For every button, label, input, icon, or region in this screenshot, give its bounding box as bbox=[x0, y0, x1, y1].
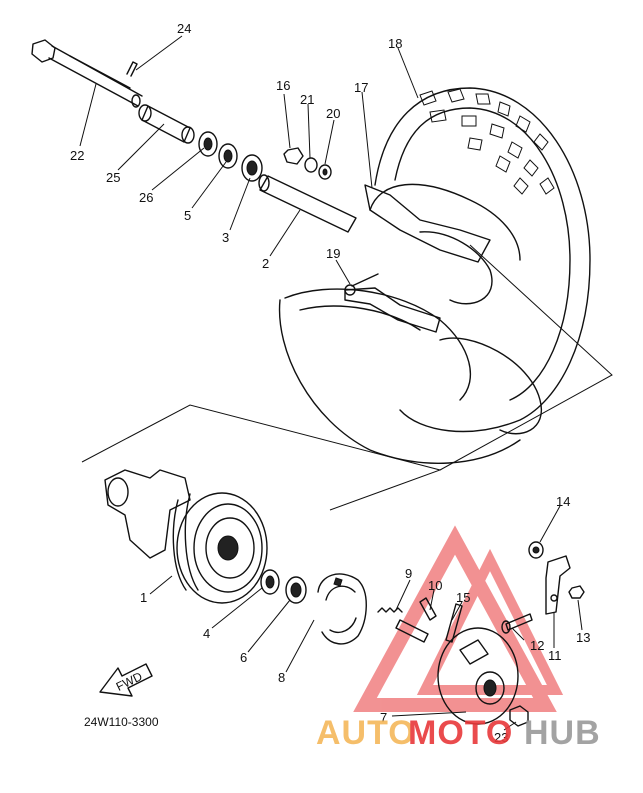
bearing-left bbox=[218, 143, 238, 169]
collar bbox=[138, 104, 195, 144]
leader-lines bbox=[79, 35, 583, 731]
brake-plate-bolt bbox=[501, 613, 533, 634]
watermark-part-3: HUB bbox=[524, 714, 601, 752]
callout-18: 18 bbox=[388, 36, 402, 51]
return-spring bbox=[377, 607, 403, 613]
callout-20: 20 bbox=[326, 106, 340, 121]
watermark-wordmark: AUTO MOTO HUB bbox=[316, 714, 601, 752]
callout-3: 3 bbox=[222, 230, 229, 245]
callout-15: 15 bbox=[456, 590, 470, 605]
callout-19: 19 bbox=[326, 246, 340, 261]
axle-bolt bbox=[31, 39, 143, 108]
callout-12: 12 bbox=[530, 638, 544, 653]
callout-21: 21 bbox=[300, 92, 314, 107]
axle-nut bbox=[509, 705, 529, 727]
hub-bearing bbox=[285, 576, 307, 604]
callout-16: 16 bbox=[276, 78, 290, 93]
callout-13: 13 bbox=[576, 630, 590, 645]
callout-9: 9 bbox=[405, 566, 412, 581]
callout-labels: 24 22 25 26 5 3 2 16 21 20 17 18 19 1 4 … bbox=[70, 21, 590, 745]
callout-2: 2 bbox=[262, 256, 269, 271]
spacer-tube bbox=[258, 174, 357, 233]
callout-17: 17 bbox=[354, 80, 368, 95]
brake-plate bbox=[437, 627, 519, 725]
callout-14: 14 bbox=[556, 494, 570, 509]
watermark-part-2: MOTO bbox=[408, 714, 513, 752]
projection-line-lower bbox=[81, 404, 442, 511]
tire-tread bbox=[419, 88, 555, 195]
callout-23: 23 bbox=[494, 730, 508, 745]
projection-line-upper bbox=[439, 244, 613, 471]
callout-5: 5 bbox=[184, 208, 191, 223]
brake-shoes bbox=[317, 573, 367, 645]
lever-nut bbox=[568, 585, 585, 599]
callout-11: 11 bbox=[548, 648, 562, 663]
callout-6: 6 bbox=[240, 650, 247, 665]
lever-collar bbox=[528, 541, 544, 559]
brake-lever-arm bbox=[545, 555, 571, 615]
fwd-arrow: FWD bbox=[99, 663, 153, 697]
callout-4: 4 bbox=[203, 626, 210, 641]
hub-seal bbox=[260, 569, 280, 595]
bearing-right bbox=[241, 154, 263, 182]
nut-and-washers bbox=[283, 147, 332, 180]
callout-8: 8 bbox=[278, 670, 285, 685]
callout-10: 10 bbox=[428, 578, 442, 593]
callout-26: 26 bbox=[139, 190, 153, 205]
wheel-rim-inner bbox=[278, 273, 543, 464]
brake-cam bbox=[395, 597, 437, 643]
callout-1: 1 bbox=[140, 590, 147, 605]
diagram-code: 24W110-3300 bbox=[84, 715, 159, 729]
callout-7: 7 bbox=[380, 710, 387, 725]
callout-22: 22 bbox=[70, 148, 84, 163]
tire bbox=[374, 87, 591, 433]
oil-seal bbox=[198, 131, 218, 157]
brake-hub bbox=[104, 469, 268, 604]
watermark-part-1: AUTO bbox=[316, 714, 416, 752]
wheel-rim-outer bbox=[364, 183, 521, 305]
callout-25: 25 bbox=[106, 170, 120, 185]
callout-24: 24 bbox=[177, 21, 191, 36]
